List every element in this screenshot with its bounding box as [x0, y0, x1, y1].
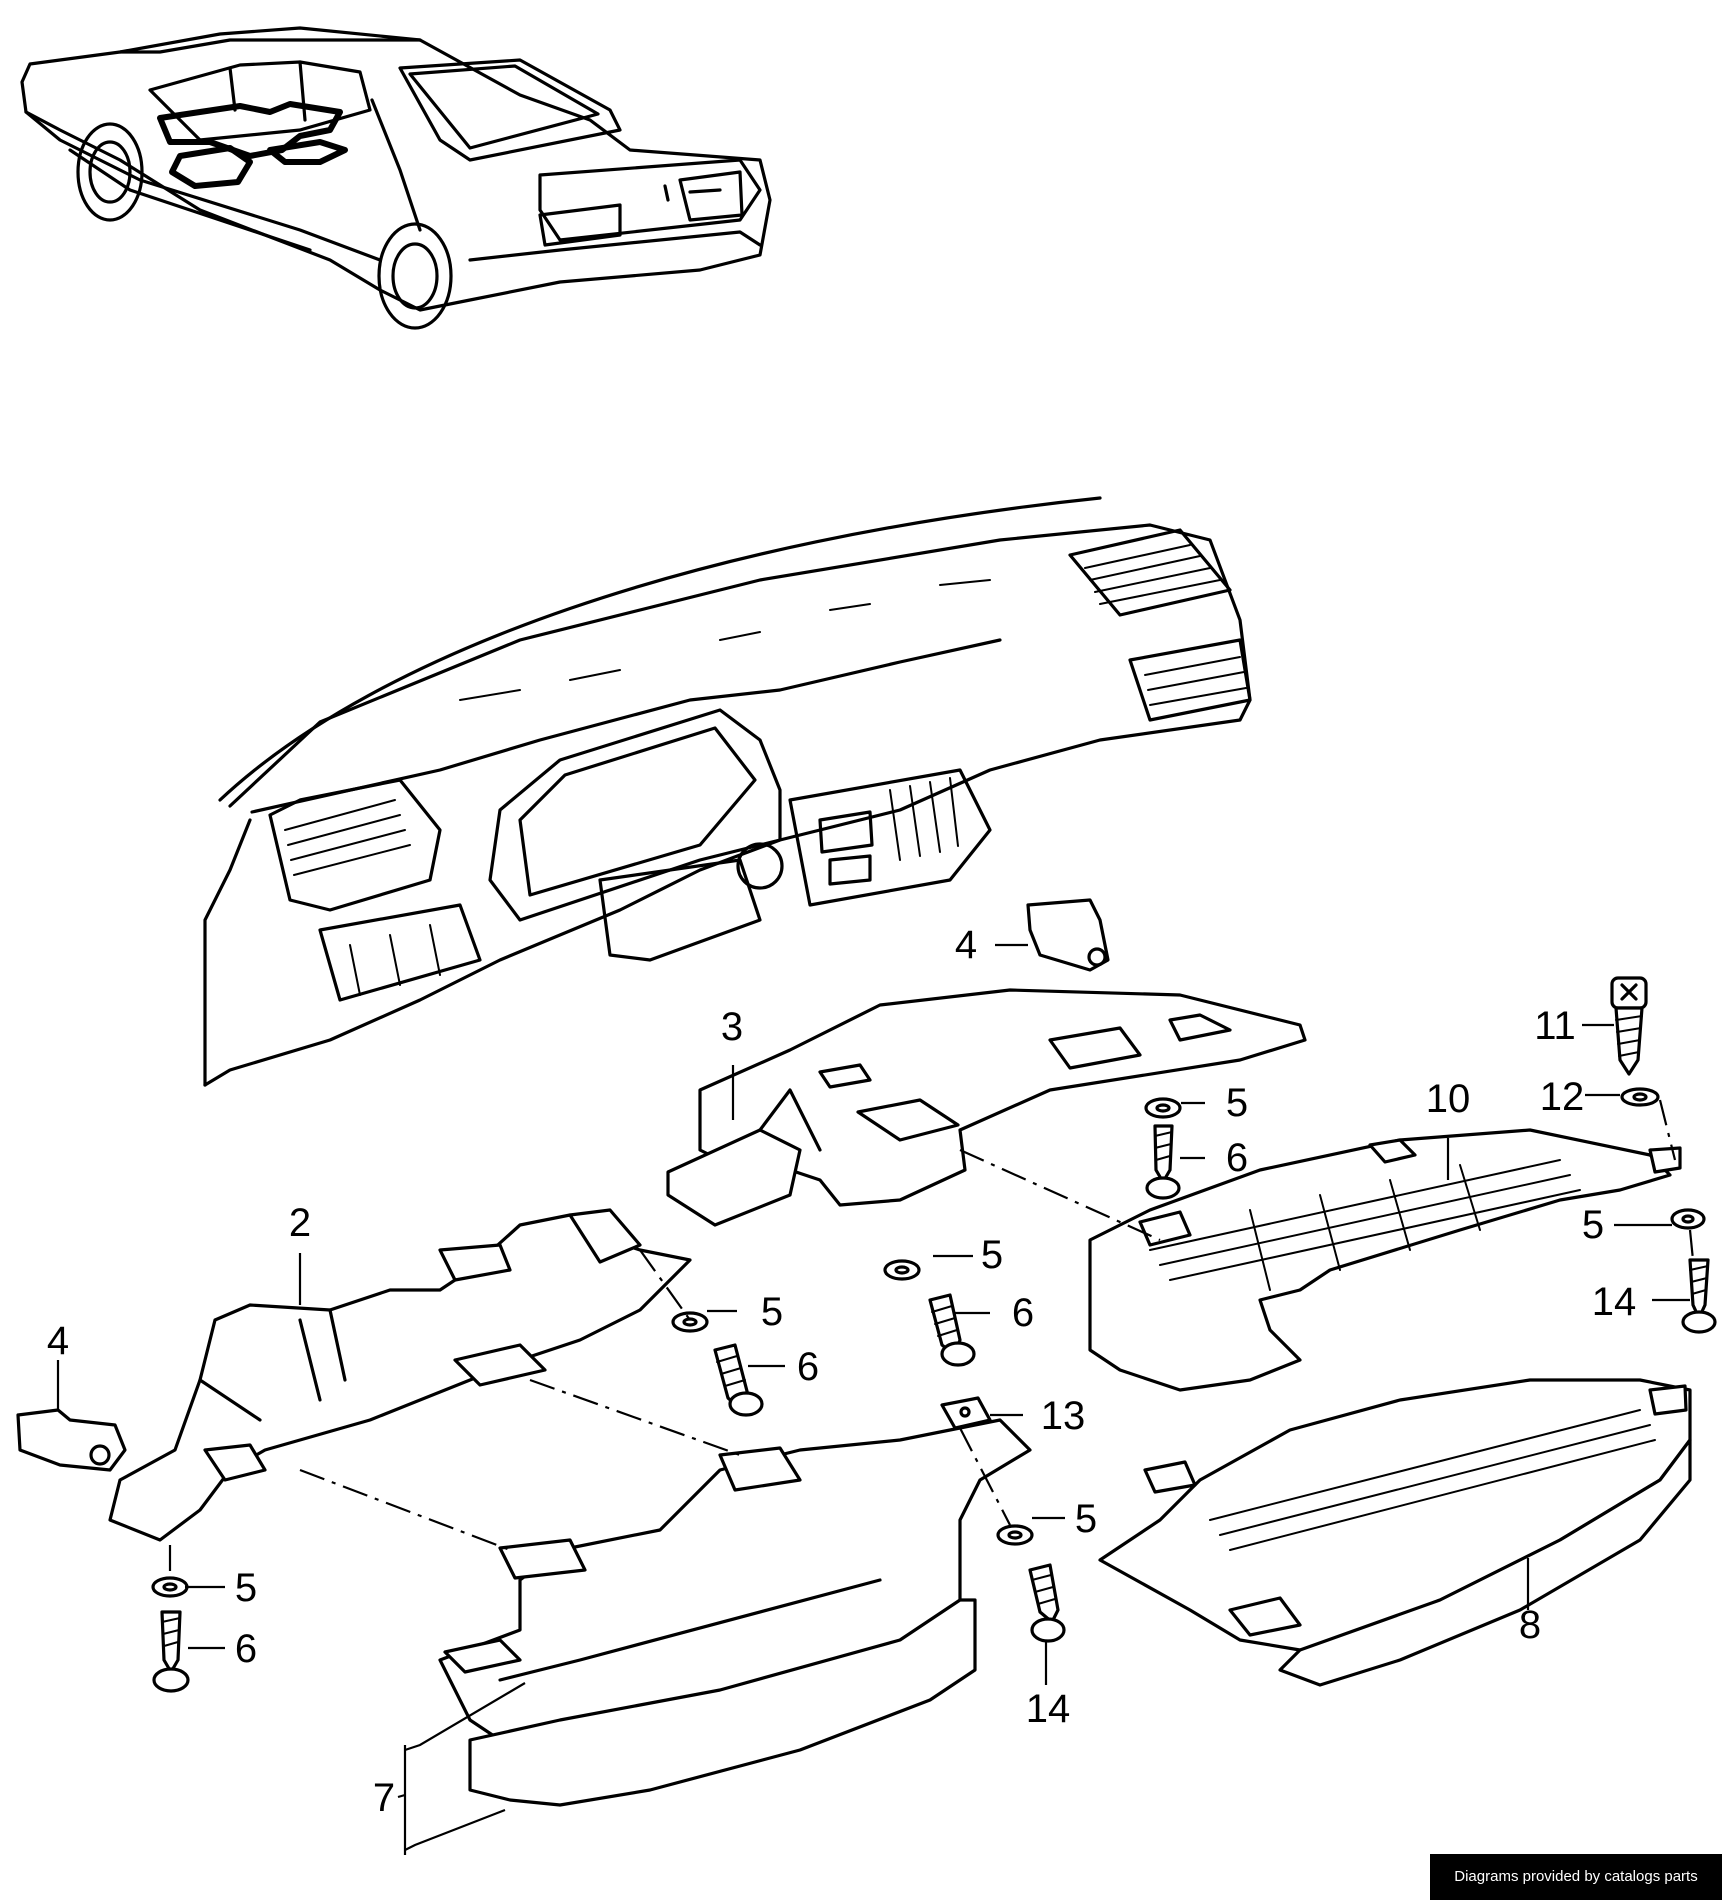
callout-13: 13 [1041, 1394, 1086, 1438]
callout-12: 12 [1540, 1075, 1585, 1119]
callout-5-upper-mid: 5 [1226, 1081, 1248, 1125]
callout-6-center: 6 [1012, 1291, 1034, 1335]
car-overview-illustration [20, 26, 772, 330]
callout-8: 8 [1519, 1603, 1541, 1647]
callout-6-left-mid: 6 [797, 1345, 819, 1389]
callout-4-upper: 4 [955, 923, 977, 967]
callout-3: 3 [721, 1005, 743, 1049]
callout-2: 2 [289, 1201, 311, 1245]
callout-14-mid: 14 [1026, 1687, 1071, 1731]
part-10-right-trim [1088, 1128, 1682, 1392]
alignment-lines [168, 1099, 1695, 1578]
callout-10: 10 [1426, 1077, 1471, 1121]
fasteners [151, 976, 1717, 1693]
part-2-left-trim [108, 1208, 692, 1542]
part-8-right-tray [1098, 1378, 1692, 1687]
callout-6-upper-mid: 6 [1226, 1136, 1248, 1180]
leader-lines [185, 1023, 1690, 1855]
callout-5-center: 5 [981, 1233, 1003, 1277]
callout-6-lower-left: 6 [235, 1627, 257, 1671]
callout-4-lower: 4 [47, 1319, 69, 1363]
part-4-upper-bracket [995, 898, 1110, 972]
callout-7: 7 [373, 1776, 395, 1820]
callout-5-mid-lower: 5 [1075, 1497, 1097, 1541]
footer-credit-badge: Diagrams provided by catalogs parts [1430, 1854, 1722, 1900]
callout-11: 11 [1534, 1004, 1576, 1048]
callout-labels: 2 3 4 4 5 5 5 5 5 5 6 6 6 6 7 8 10 11 12… [47, 923, 1636, 1820]
part-4-lower-bracket [16, 1360, 127, 1472]
callout-5-lower-left: 5 [235, 1566, 257, 1610]
part-3-upper-trim [666, 988, 1307, 1227]
callout-14-right: 14 [1592, 1280, 1637, 1324]
callout-5-right: 5 [1582, 1203, 1604, 1247]
part-7-center-tray [438, 1418, 1032, 1807]
dashboard-illustration [203, 496, 1252, 1087]
callout-5-left-mid: 5 [761, 1290, 783, 1334]
